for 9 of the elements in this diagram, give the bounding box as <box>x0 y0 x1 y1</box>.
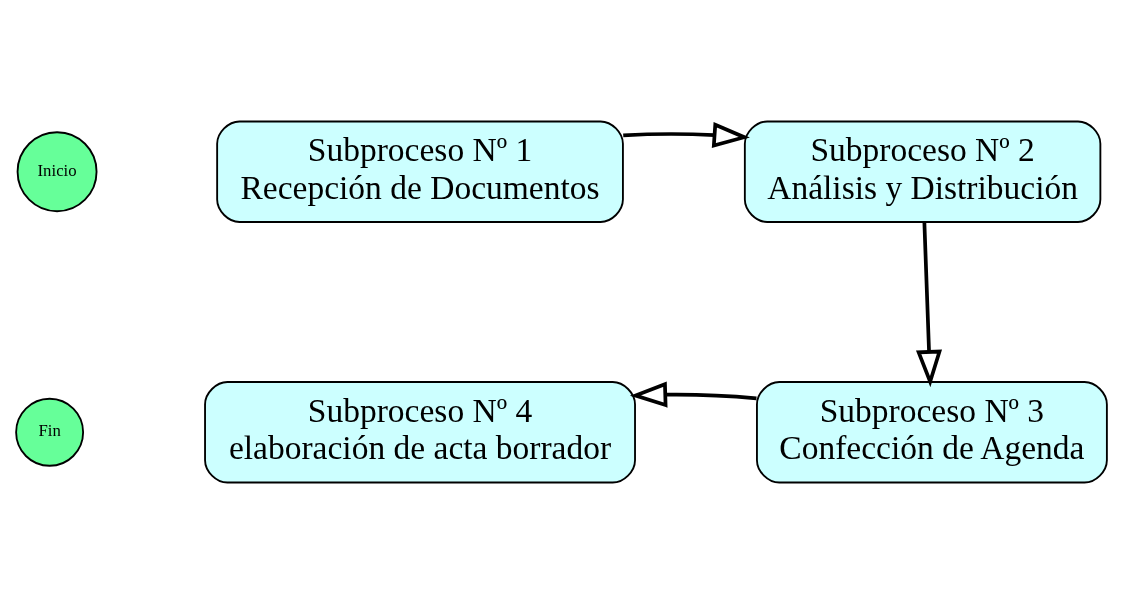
arrow <box>915 221 943 387</box>
node-box: Subproceso Nº 2 Análisis y Distribución <box>743 120 1102 223</box>
node-box: Subproceso Nº 1 Recepción de Documentos <box>216 120 624 223</box>
node-circle: Inicio <box>16 130 98 212</box>
node-box: Subproceso Nº 3 Confección de Agenda <box>756 380 1108 483</box>
arrow <box>623 121 750 148</box>
node-box: Subproceso Nº 4 elaboración de acta borrador <box>204 380 636 483</box>
node-circle: Fin <box>15 397 85 467</box>
arrow <box>629 381 757 408</box>
